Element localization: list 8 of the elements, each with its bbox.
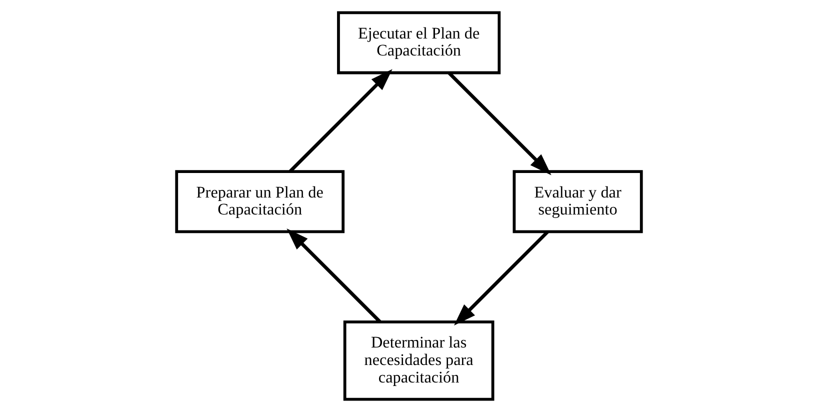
arrow: [286, 228, 381, 323]
arrow: [288, 69, 392, 173]
arrow: [447, 72, 551, 176]
node-box: Ejecutar el Plan de Capacitación: [336, 11, 500, 74]
node-box: Determinar las necesidades para capacitación: [342, 320, 494, 401]
node-box: Preparar un Plan de Capacitación: [174, 170, 344, 234]
arrow: [454, 230, 548, 326]
node-box: Evaluar y dar seguimiento: [512, 170, 642, 234]
